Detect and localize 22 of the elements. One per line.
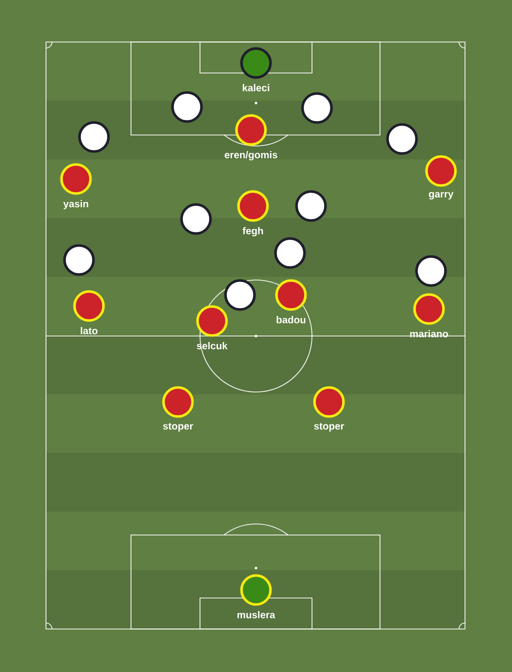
player-marker: [73, 290, 105, 334]
player-name: badou: [276, 316, 306, 324]
player-name: kaleci: [242, 84, 270, 92]
player-marker: [240, 47, 272, 92]
player-marker: [275, 279, 307, 324]
player-name: fegh: [242, 227, 263, 236]
player-marker: [162, 386, 194, 432]
player-marker: [196, 305, 228, 350]
player-name: stoper: [314, 423, 344, 432]
player-name: yasin: [63, 200, 88, 210]
player-marker: [410, 293, 448, 338]
player-marker: [60, 163, 92, 210]
player-name: eren/gomis: [224, 151, 278, 160]
player-marker: [224, 114, 278, 160]
player-marker: [237, 574, 276, 618]
player-name: lato: [80, 327, 98, 334]
player-name: muslera: [237, 611, 276, 618]
player-marker: [237, 190, 269, 236]
player-marker: [425, 155, 457, 200]
player-marker: [313, 386, 345, 432]
player-name: stoper: [163, 423, 194, 432]
player-name: garry: [428, 192, 454, 200]
